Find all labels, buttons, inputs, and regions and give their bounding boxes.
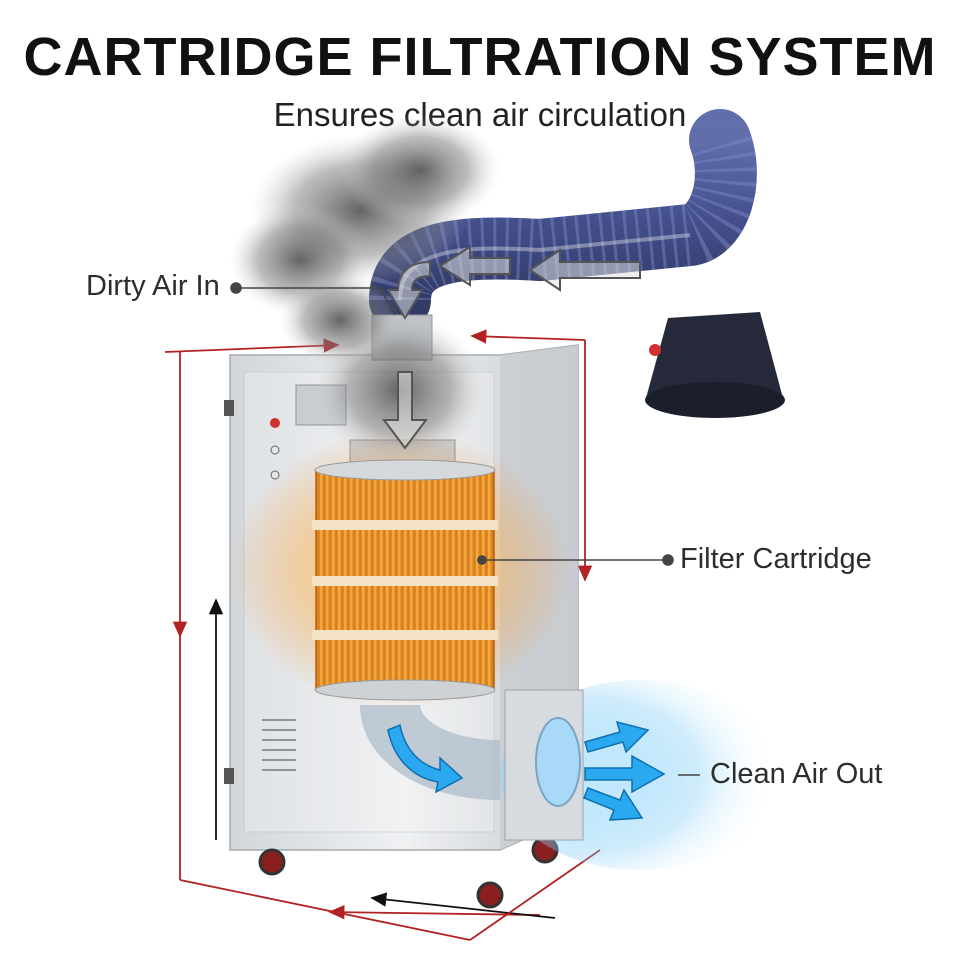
filter-cartridge-label: Filter Cartridge — [680, 543, 872, 575]
clean-air-out-label: Clean Air Out — [710, 758, 883, 790]
dimension-lines — [164, 329, 601, 941]
dirty-air-in-label: Dirty Air In — [86, 270, 220, 302]
casters — [258, 836, 559, 909]
outlet-housing — [504, 689, 584, 841]
filter-cartridge — [312, 459, 498, 701]
clean-air-arrows — [387, 720, 666, 821]
callout-leaders — [230, 282, 700, 776]
dirty-air-arrows — [382, 245, 641, 450]
suction-hood — [645, 312, 785, 418]
page-title: CARTRIDGE FILTRATION SYSTEM — [23, 27, 937, 87]
page-subtitle: Ensures clean air circulation — [273, 96, 687, 133]
